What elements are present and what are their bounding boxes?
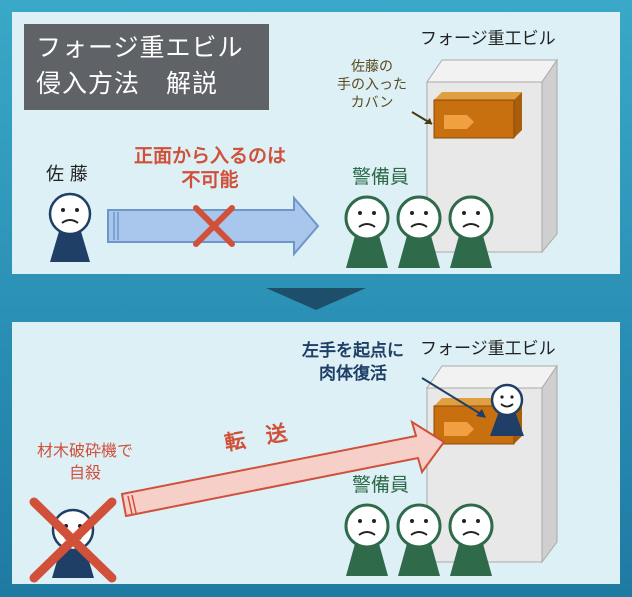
sato-figure: [48, 192, 92, 262]
blocked-note: 正面から入るのは 不可能: [130, 144, 290, 192]
guards-label: 警備員: [352, 474, 410, 496]
sato-label: 佐 藤: [46, 164, 88, 185]
guard-figure: [448, 195, 494, 268]
bag-note-line-3: カバン: [350, 95, 394, 111]
panel-front-entry: フォージ重エビル 侵入方法 解説 フォージ重工ビル 佐藤の 手の入った カバン …: [12, 12, 620, 274]
guard-figure: [448, 503, 494, 576]
revived-sato-figure: [490, 383, 524, 436]
down-chevron-icon: [266, 288, 366, 310]
revive-line-1: 左手を起点に: [302, 341, 404, 361]
transfer-arrow: [120, 419, 446, 518]
panel-transfer: フォージ重工ビル 左手を起点に 肉体復活 転 送 材木破砕機で 自殺 警備員: [12, 322, 620, 584]
dead-sato-figure: [29, 497, 117, 583]
suicide-line-1: 材木破砕機で: [36, 441, 133, 460]
bag-note: 佐藤の 手の入った カバン: [332, 58, 412, 112]
building-label: フォージ重工ビル: [420, 29, 556, 49]
title-line-2: 侵入方法 解説: [36, 69, 219, 98]
guards-group: [344, 195, 494, 268]
suicide-line-2: 自殺: [68, 463, 101, 482]
guard-figure: [344, 195, 390, 268]
bag-note-line-2: 手の入った: [337, 77, 407, 93]
blocked-line-1: 正面から入るのは: [133, 145, 286, 167]
building-label: フォージ重工ビル: [420, 339, 556, 359]
guard-figure: [396, 195, 442, 268]
title-line-1: フォージ重エビル: [36, 33, 244, 62]
blocked-line-2: 不可能: [181, 169, 239, 191]
building: [421, 364, 558, 564]
cross-icon: [193, 205, 235, 247]
title-box: フォージ重エビル 侵入方法 解説: [24, 24, 269, 110]
bag-icon: [433, 92, 522, 139]
guards-group: [344, 503, 494, 576]
guard-figure: [344, 503, 390, 576]
guards-label: 警備員: [352, 166, 410, 188]
revive-line-2: 肉体復活: [319, 364, 387, 384]
guard-figure: [396, 503, 442, 576]
suicide-note: 材木破砕機で 自殺: [20, 440, 150, 484]
bag-note-line-1: 佐藤の: [351, 59, 393, 75]
revive-note: 左手を起点に 肉体復活: [298, 340, 408, 386]
cross-icon: [29, 497, 117, 583]
